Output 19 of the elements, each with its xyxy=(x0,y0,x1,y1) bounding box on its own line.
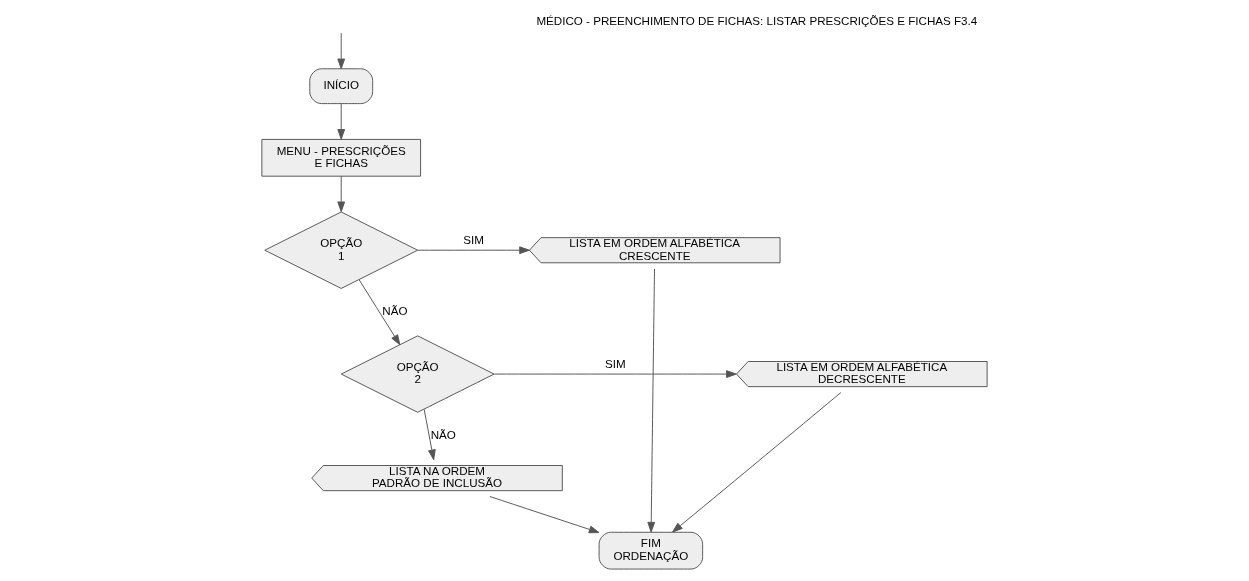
node-box: FIM ORDENAÇÃO xyxy=(598,531,704,570)
node-box: MENU - PRESCRIÇÕES E FICHAS xyxy=(261,138,422,177)
arrow xyxy=(489,496,600,534)
arrow xyxy=(672,392,842,533)
node-diamond: OPÇÃO 1 xyxy=(264,211,419,289)
arrow xyxy=(358,279,401,346)
arrow xyxy=(337,103,346,140)
arrow xyxy=(337,32,346,70)
edge-label: SIM xyxy=(463,233,484,247)
edge-label: NÃO xyxy=(430,428,456,441)
arrow xyxy=(423,408,436,461)
arrow xyxy=(493,370,737,378)
edge-label: NÃO xyxy=(382,304,408,318)
arrow xyxy=(417,246,530,255)
edge-label: SIM xyxy=(604,356,626,370)
diagram-title: MÉDICO - PREENCHIMENTO DE FICHAS: LISTAR PRESCRIÇÕES E FICHAS F3.4 xyxy=(536,14,978,28)
arrow xyxy=(647,268,656,533)
arrow xyxy=(337,175,346,213)
node-box: INÍCIO xyxy=(309,68,374,105)
